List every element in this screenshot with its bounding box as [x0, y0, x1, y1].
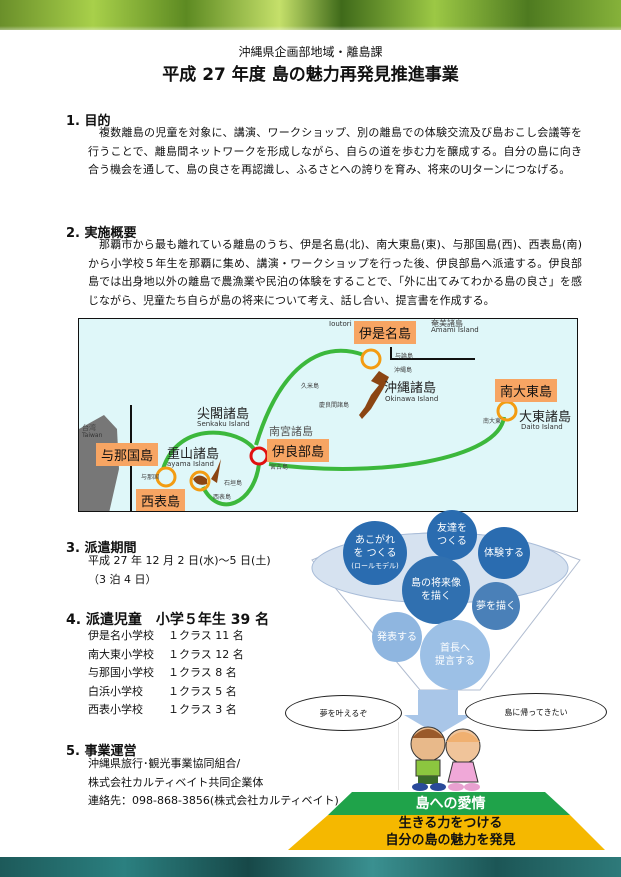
school-classes: １クラス	[168, 629, 212, 642]
school-name: 白浜小学校	[88, 684, 143, 698]
children-illustration	[398, 722, 481, 791]
school-classes: １クラス	[168, 703, 212, 716]
school-row: 南大東小学校 １クラス 12 名	[88, 646, 244, 665]
school-row: 伊是名小学校 １クラス 11 名	[88, 627, 244, 646]
okinawa-en-label: Okinawa Island	[385, 395, 439, 403]
minamidaito-highlight-label: 南大東島	[495, 379, 558, 402]
taiwan-label: 台湾	[82, 424, 96, 432]
operation-lines: 沖縄県旅行･観光事業協同組合/ 株式会社カルティベイト共同企業体 連絡先：098…	[88, 755, 339, 811]
section-heading-overview: 2. 実施概要	[66, 226, 137, 241]
okinawa-island-shape	[359, 371, 389, 419]
amami-label: 奄美諸島	[431, 319, 463, 328]
map-drawing	[79, 347, 518, 511]
school-row: 白浜小学校 １クラス 5 名	[88, 683, 244, 702]
irabu-circle	[249, 446, 269, 466]
contact-line: 連絡先：098-868-3856(株式会社カルティベイト)	[88, 794, 339, 807]
pyramid-line-2: 自分の島の魅力を発見	[385, 833, 516, 848]
pyramid-top-band	[328, 792, 570, 815]
senkaku-en-label: Senkaku Island	[197, 420, 250, 428]
pyramid-top-text: 島への愛情	[415, 796, 486, 812]
overview-text: 那覇市から最も離れている離島のうち、伊是名島(北)、南大東島(東)、与那国島(西…	[88, 238, 582, 307]
page-title: 平成 27 年度 島の魅力再発見推進事業	[162, 65, 459, 85]
minamidaito-circle	[496, 400, 518, 422]
okinawajima-label: 沖縄島	[394, 367, 413, 374]
minamidaito-small-label: 南大東	[483, 418, 502, 425]
yonaguni-small-label: 与那国	[141, 474, 160, 481]
bubble-role-model-subtext: (ロールモデル)	[351, 561, 399, 570]
izena-highlight-label: 伊是名島	[354, 321, 417, 344]
route-map: Ioutori 奄美諸島 Amami Island 沖縄島 与論島 沖縄諸島 O…	[78, 318, 578, 512]
senkaku-region-label: 尖閣諸島	[197, 407, 250, 422]
yoron-label: 与論島	[395, 353, 414, 360]
arrow-daito-irabu	[268, 416, 506, 471]
period-dates: 平成 27 年 12 月 2 日(水)～5 日(土)	[88, 554, 271, 567]
irabu-highlight-label: 伊良部島	[267, 439, 330, 462]
school-classes: １クラス	[168, 666, 212, 679]
miyako-region-label: 南宮諸島	[269, 425, 313, 438]
section-heading-operation: 5. 事業運営	[66, 744, 137, 759]
arrow-yonaguni-irabu	[161, 430, 256, 470]
izena-circle	[360, 348, 382, 370]
arrow-iriomote-irabu	[201, 463, 261, 507]
school-row: 与那国小学校 １クラス 8 名	[88, 664, 244, 683]
bubble-make-friends: 友達を つくる	[427, 510, 477, 560]
bubble-dream: 夢を描く	[472, 582, 520, 630]
school-name: 南大東小学校	[88, 647, 154, 661]
school-classes: １クラス	[168, 684, 212, 698]
ioutori-label: Ioutori	[329, 320, 352, 328]
school-row: 西表小学校 １クラス 3 名	[88, 701, 244, 720]
school-count: 12 名	[215, 647, 244, 661]
school-name: 伊是名小学校	[88, 629, 154, 642]
pyramid-line-1: 生きる力をつける	[398, 816, 503, 831]
school-list: 伊是名小学校 １クラス 11 名 南大東小学校 １クラス 12 名 与那国小学校 １ク…	[88, 627, 244, 720]
speech-bubble-left: 夢を叶えるぞ	[285, 695, 402, 731]
school-count: 3 名	[215, 703, 237, 716]
down-arrow-icon	[404, 690, 472, 735]
bottom-banner-image	[0, 857, 621, 877]
amami-en-label: Amami Island	[431, 326, 479, 334]
iriomote-highlight-label: 西表島	[136, 489, 186, 511]
yaeyama-en-label: ayama Island	[167, 460, 214, 468]
department-name: 沖縄県企画部地域・離島課	[238, 45, 383, 59]
bubble-island-future: 島の将来像 を描く	[402, 556, 470, 624]
bubble-present: 発表する	[372, 612, 422, 662]
taiwan-en-label: Taiwan	[82, 432, 103, 439]
yonaguni-highlight-label: 与那国島	[96, 443, 159, 466]
bubble-role-model-text: あこがれを つくる	[353, 534, 397, 559]
daito-region-label: 大東諸島	[519, 410, 572, 425]
operation-line: 株式会社カルティベイト共同企業体	[88, 775, 264, 789]
section-heading-period: 3. 派遣期間	[66, 541, 137, 556]
school-count: 11 名	[215, 629, 244, 642]
ishigaki-label: 石垣島	[224, 480, 243, 487]
okinawa-region-label: 沖縄諸島	[384, 381, 437, 396]
purpose-text: 複数離島の児童を対象に、講演、ワークショップ、別の離島での体験交流及び島おこし会…	[88, 126, 582, 176]
yonaguni-circle	[155, 466, 177, 488]
section-heading-children: 4. 派遣児童 小学５年生 39 名	[66, 612, 270, 628]
yaeyama-region-label: 重山諸島	[167, 447, 220, 462]
iriomote-circle	[189, 470, 211, 492]
operation-line: 沖縄県旅行･観光事業協同組合/	[88, 757, 241, 770]
speech-bubble-right: 島に帰ってきたい	[465, 693, 607, 731]
section-heading-purpose: 1. 目的	[66, 114, 111, 129]
bubble-role-model: あこがれを つくる (ロールモデル)	[343, 521, 407, 585]
arrow-izena-irabu	[254, 348, 365, 446]
school-count: 5 名	[215, 684, 237, 698]
pyramid-bottom-band	[288, 815, 605, 850]
kerama-label: 慶良間諸島	[319, 402, 350, 409]
school-classes: １クラス	[168, 647, 212, 661]
school-name: 西表小学校	[88, 703, 143, 716]
school-name: 与那国小学校	[88, 666, 154, 679]
bubble-propose-to-mayor: 首長へ 提言する	[420, 620, 490, 690]
bubble-experience: 体験する	[478, 527, 530, 579]
period-duration: （3 泊 4 日）	[88, 573, 157, 586]
school-count: 8 名	[215, 666, 237, 679]
iriomote-small-label: 西表島	[213, 494, 232, 501]
daito-en-label: Daito Island	[521, 423, 563, 431]
miyakojima-label: 宮古島	[270, 464, 289, 471]
pyramid-bottom-text: 生きる力をつける 自分の島の魅力を発見	[280, 815, 621, 849]
kume-label: 久米島	[301, 383, 320, 390]
top-banner-image	[0, 0, 621, 36]
